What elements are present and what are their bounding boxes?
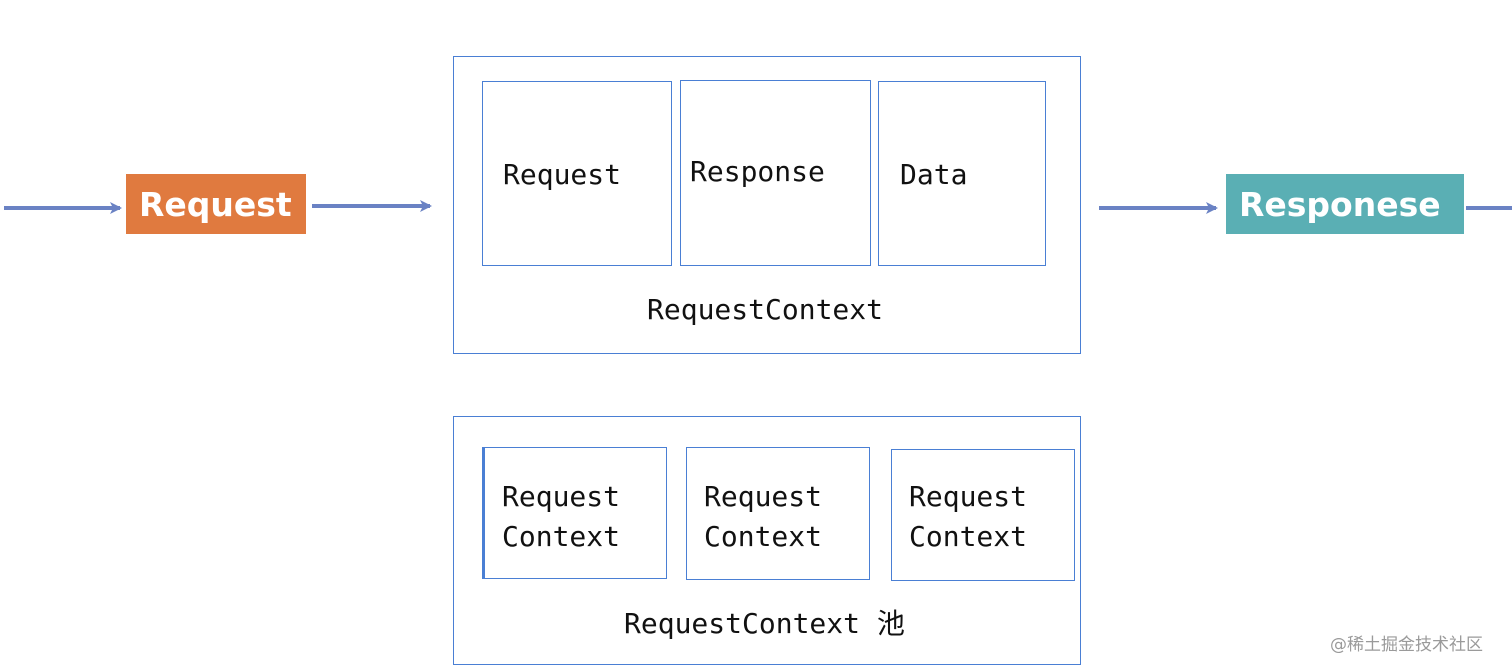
response-node: Responese [1226,174,1464,234]
context-item-request-label: Request [503,158,622,191]
request-node-label: Request [139,184,292,224]
pool-item-1 [482,447,667,579]
request-context-pool-box [453,416,1081,665]
pool-item-2 [686,447,870,580]
pool-item-1-line2: Context [502,520,621,553]
context-item-response-label: Response [690,155,825,188]
request-context-box [453,56,1081,354]
pool-item-3-line1: Request [909,480,1028,513]
request-context-pool-caption: RequestContext 池 [624,607,905,640]
pool-item-2-line1: Request [704,480,823,513]
pool-item-3-line2: Context [909,520,1028,553]
pool-item-3 [891,449,1075,581]
source-credit: @稀土掘金技术社区 [1330,635,1483,655]
response-node-label: Responese [1239,184,1441,224]
context-item-data [878,81,1046,266]
pool-item-1-label: Request Context [502,477,620,557]
pool-item-1-line1: Request [502,480,621,513]
pool-item-2-label: Request Context [704,477,822,557]
pool-item-2-line2: Context [704,520,823,553]
pool-item-3-label: Request Context [909,477,1027,557]
context-item-request [482,81,672,266]
request-context-caption: RequestContext [647,293,884,326]
context-item-response [680,80,871,266]
request-node: Request [126,174,306,234]
context-item-data-label: Data [900,158,968,191]
